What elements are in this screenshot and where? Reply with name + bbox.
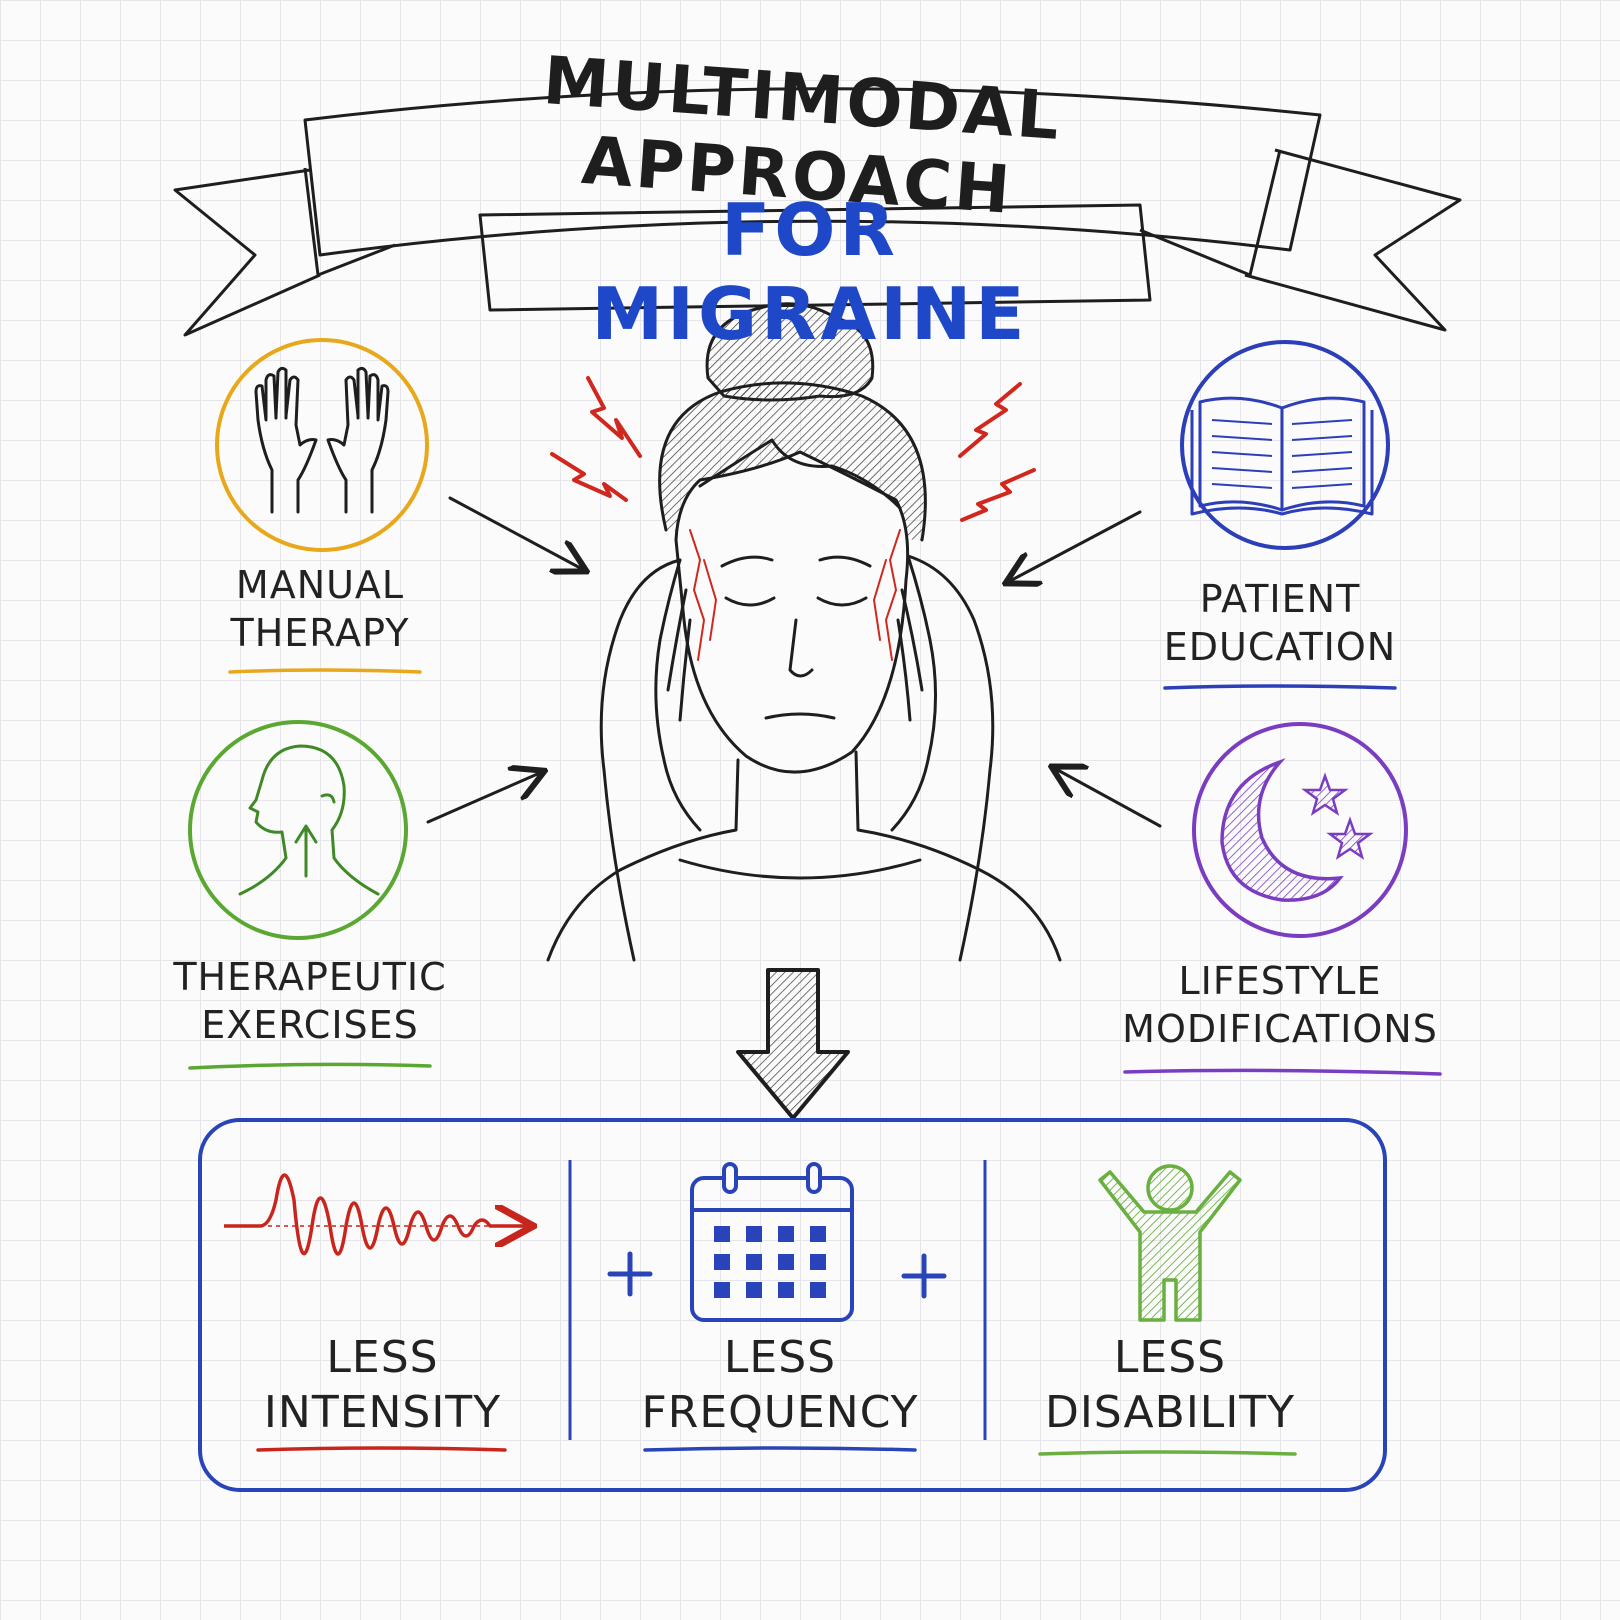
patient-education-circle <box>1180 340 1390 550</box>
label-less-frequency: LESS FREQUENCY <box>641 1332 919 1438</box>
arrows-to-center <box>426 496 1162 828</box>
patient-education-node <box>1180 340 1390 550</box>
therapeutic-exercises-node <box>188 720 408 940</box>
label-less-disability: LESS DISABILITY <box>1044 1332 1296 1438</box>
banner-lower-band <box>478 203 1152 312</box>
underline-lifestyle-modifications <box>1123 1068 1442 1076</box>
right-hand <box>906 554 995 962</box>
arrow-patient-education <box>1008 510 1142 582</box>
label-manual-therapy: MANUAL THERAPY <box>230 563 410 655</box>
therapeutic-exercises-circle <box>188 720 408 940</box>
underline-disability <box>1038 1450 1297 1456</box>
outcomes-box <box>198 1118 1387 1492</box>
title-banner <box>173 87 1462 337</box>
arrow-lifestyle-modifications <box>1054 768 1162 828</box>
lifestyle-modifications-node <box>1192 722 1408 938</box>
underline-patient-education <box>1163 684 1397 690</box>
underline-manual-therapy <box>228 668 422 674</box>
banner-right-tail <box>1244 148 1462 332</box>
underline-frequency <box>643 1446 917 1452</box>
underline-therapeutic-exercises <box>188 1062 432 1070</box>
manual-therapy-node <box>215 338 429 552</box>
woman-headache-icon <box>546 302 1062 962</box>
manual-therapy-circle <box>215 338 429 552</box>
pain-lightning-icon <box>550 376 1036 522</box>
plus-operator-1 <box>607 1251 653 1297</box>
wave-icon <box>224 1173 530 1256</box>
label-patient-education: PATIENT EDUCATION <box>1163 577 1397 669</box>
moon-stars-icon <box>1220 758 1374 902</box>
label-less-intensity: LESS INTENSITY <box>263 1332 502 1438</box>
pain-marks <box>689 529 901 661</box>
head-neck-icon <box>238 744 380 896</box>
underline-intensity <box>256 1446 507 1452</box>
left-hand <box>599 558 682 962</box>
lifestyle-modifications-circle <box>1192 722 1408 938</box>
banner-left-tail <box>173 168 321 337</box>
label-lifestyle-modifications: LIFESTYLE MODIFICATIONS <box>1122 959 1438 1051</box>
title-line-2: FOR MIGRAINE <box>591 188 1029 356</box>
person-arms-up-icon <box>1098 1164 1242 1322</box>
face <box>674 450 910 774</box>
hands-icon <box>254 366 390 514</box>
banner-upper-band <box>303 87 1322 257</box>
arrow-manual-therapy <box>448 496 584 570</box>
book-icon <box>1190 396 1374 516</box>
down-arrow-icon <box>736 968 850 1120</box>
calendar-icon <box>690 1162 854 1322</box>
arrow-therapeutic-exercises <box>426 772 542 824</box>
label-therapeutic-exercises: THERAPEUTIC EXERCISES <box>173 955 447 1047</box>
label-underlines <box>188 668 1442 1456</box>
plus-operator-2 <box>901 1253 947 1299</box>
